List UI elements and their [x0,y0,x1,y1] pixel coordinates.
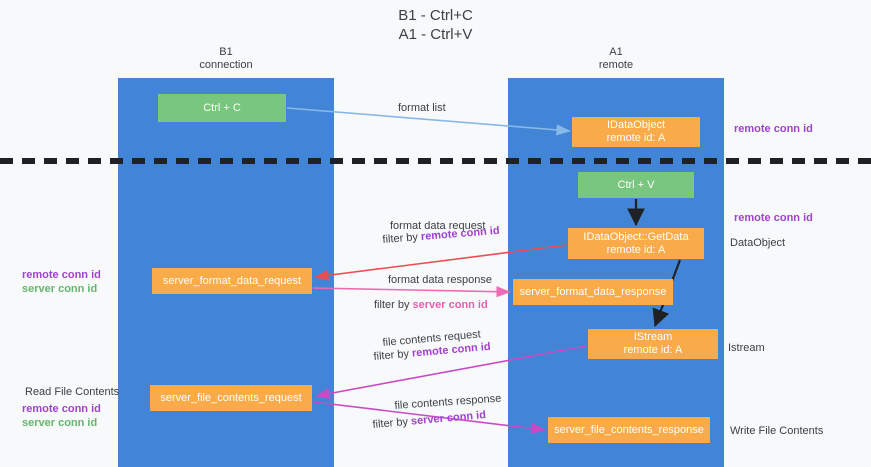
column-header-a1: A1 remote [508,46,724,72]
node-getdata-line1: IDataObject::GetData [583,230,689,243]
node-server-file-contents-request[interactable]: server_file_contents_request [150,385,312,411]
column-header-b1-name: B1 [219,46,233,58]
annotation-dataobject: DataObject [730,237,786,249]
node-server-file-contents-response-label: server_file_contents_response [554,423,704,436]
annotation-left-server-conn-id-2: server conn id [22,417,98,429]
column-header-b1: B1 connection [118,46,334,72]
node-ctrl-c[interactable]: Ctrl + C [158,94,286,122]
node-idataobject-line2: remote id: A [606,132,666,144]
annotation-left-server-conn-id: server conn id [22,283,98,295]
filter-prefix: filter by [373,347,413,363]
annotation-write-file-contents: Write File Contents [730,425,824,437]
node-getdata-line2: remote id: A [606,243,666,256]
annotation-left-remote-conn-id: remote conn id [22,269,101,281]
edge-label-format-data-response: format data response [388,274,492,286]
filter-prefix: filter by [382,230,422,246]
diagram-title-line-1: B1 - Ctrl+C [398,7,473,24]
edge-label-format-data-response-filter: filter by server conn id [374,298,488,312]
column-header-a1-name: A1 [609,46,623,58]
annotation-left-conn-ids: remote conn id server conn id [22,268,101,296]
annotation-left-conn-ids-2: remote conn id server conn id [22,402,101,430]
node-ctrl-c-label: Ctrl + C [203,101,241,114]
filter-key-server-conn-id: server conn id [410,409,487,428]
edge-label-file-contents-response: file contents response [394,392,502,412]
node-server-file-contents-request-label: server_file_contents_request [160,391,302,404]
node-server-format-data-request-label: server_format_data_request [162,274,302,287]
node-idataobject[interactable]: IDataObject remote id: A [572,117,700,147]
column-header-a1-role: remote [598,59,634,71]
filter-key-server-conn-id: server conn id [412,299,488,311]
annotation-remote-conn-id-mid: remote conn id [734,212,813,224]
annotation-remote-conn-id-top: remote conn id [734,123,813,135]
node-server-format-data-request[interactable]: server_format_data_request [152,268,312,294]
node-server-file-contents-response[interactable]: server_file_contents_response [548,417,710,443]
node-idataobject-line1: IDataObject [606,119,666,131]
filter-prefix: filter by [374,299,413,311]
edge-label-format-data-request: format data request [390,220,486,232]
node-idataobject-getdata[interactable]: IDataObject::GetData remote id: A [568,228,704,259]
column-header-b1-role: connection [199,59,253,71]
edge-label-file-contents-response-filter: filter by server conn id [372,408,487,432]
node-ctrl-v-label: Ctrl + V [617,178,655,191]
node-server-format-data-response[interactable]: server_format_data_response [513,279,673,305]
node-ctrl-v[interactable]: Ctrl + V [578,172,694,198]
annotation-istream: Istream [728,342,765,354]
filter-prefix: filter by [372,415,412,431]
node-istream-line2: remote id: A [623,344,683,356]
node-istream-line1: IStream [633,331,673,343]
annotation-left-remote-conn-id-2: remote conn id [22,403,101,415]
annotation-read-file-contents: Read File Contents [25,386,120,398]
diagram-title-line-2: A1 - Ctrl+V [398,26,473,43]
node-server-format-data-response-label: server_format_data_response [519,285,667,298]
edge-label-format-list: format list [398,102,446,114]
node-istream[interactable]: IStream remote id: A [588,329,718,359]
